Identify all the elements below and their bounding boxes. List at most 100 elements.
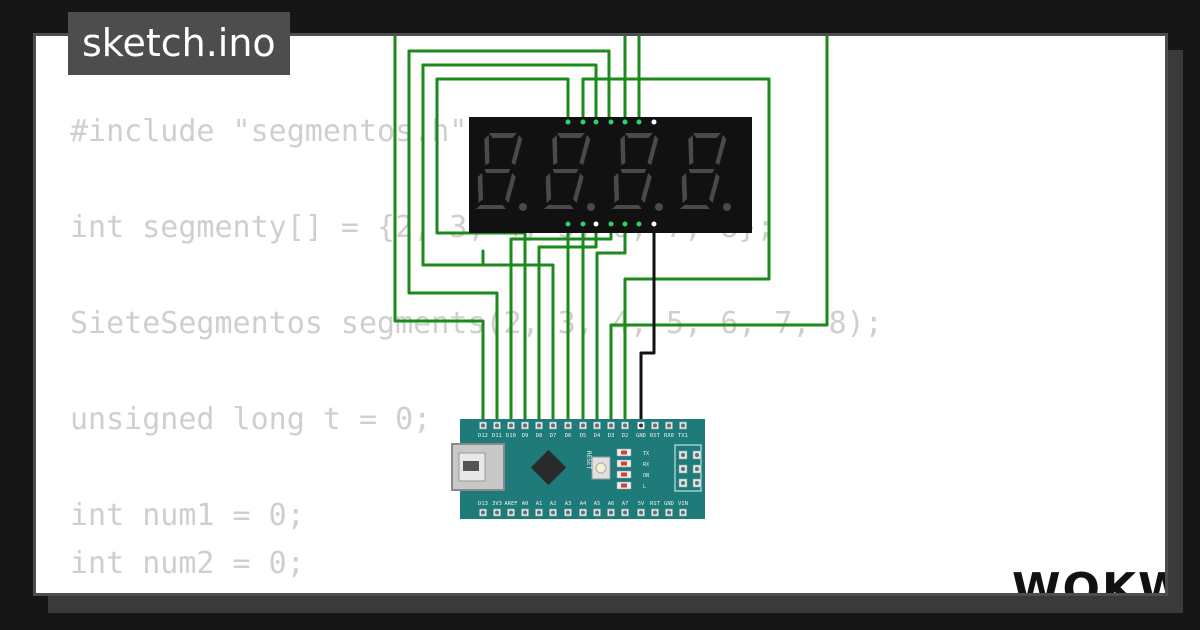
wires xyxy=(393,36,829,427)
display-pin xyxy=(565,119,571,125)
led-label: TX xyxy=(643,451,649,457)
brand-name: WOKWi xyxy=(1012,564,1168,596)
pin-label: A0 xyxy=(522,501,529,507)
display-pin xyxy=(580,119,586,125)
reset-button[interactable] xyxy=(591,456,611,480)
pin-label: A2 xyxy=(550,501,557,507)
segment xyxy=(693,133,721,138)
pin-label: 5V xyxy=(638,501,645,507)
segment xyxy=(579,135,591,165)
microcontroller-chip xyxy=(530,449,567,486)
segment xyxy=(688,169,715,173)
display-pin xyxy=(580,221,586,227)
wire xyxy=(537,221,598,427)
code-line: SieteSegmentos segments(2, 3, 4, 5, 6, 7… xyxy=(70,306,883,341)
segment xyxy=(511,135,523,165)
display-digits xyxy=(475,133,731,211)
seven-segment-display[interactable] xyxy=(469,117,752,233)
segment xyxy=(552,135,558,165)
pin-label: AREF xyxy=(504,501,517,507)
segment xyxy=(681,173,688,203)
segment xyxy=(688,135,694,165)
pin-label: A7 xyxy=(622,501,629,507)
wire xyxy=(421,63,555,427)
sketch-title: sketch.ino xyxy=(68,12,290,75)
segment xyxy=(641,173,652,203)
display-pin xyxy=(622,221,628,227)
pin-label: GND xyxy=(636,433,646,439)
wire xyxy=(407,49,611,125)
pin-label: A1 xyxy=(536,501,543,507)
led-label: ON xyxy=(643,473,649,479)
segment xyxy=(709,173,720,203)
usb-connector xyxy=(451,443,505,491)
pin-label: D3 xyxy=(608,433,615,439)
wire xyxy=(421,63,598,125)
pin-label: D9 xyxy=(522,433,529,439)
segment xyxy=(573,173,584,203)
pin-label: D2 xyxy=(622,433,629,439)
display-pin xyxy=(565,221,571,227)
segment xyxy=(613,173,620,203)
board-leds: TX RX ON L xyxy=(616,448,649,490)
pin-label: A6 xyxy=(608,501,615,507)
pin-label: RX0 xyxy=(664,433,674,439)
pin-label: A3 xyxy=(565,501,572,507)
wokwi-logo[interactable]: WOKWi xyxy=(1008,556,1168,596)
display-pin xyxy=(593,119,599,125)
wire xyxy=(581,77,771,427)
wire xyxy=(595,221,627,427)
segment xyxy=(647,135,659,165)
segment xyxy=(505,173,516,203)
display-pins xyxy=(565,119,657,227)
pin-label: 3V3 xyxy=(492,501,502,507)
pin-label: D5 xyxy=(580,433,587,439)
display-digit xyxy=(611,133,663,211)
code-line: #include "segmentos.h" xyxy=(70,114,468,149)
display-pin xyxy=(651,221,657,227)
pin-label: D7 xyxy=(550,433,557,439)
wire xyxy=(435,77,570,125)
pin-label: D12 xyxy=(478,433,488,439)
segment xyxy=(545,173,552,203)
pin-label: D4 xyxy=(594,433,601,439)
led-label: L xyxy=(643,484,646,490)
display-pin xyxy=(636,221,642,227)
segment xyxy=(484,169,511,173)
wire xyxy=(393,36,485,427)
segment xyxy=(484,135,490,165)
preview-card[interactable]: #include "segmentos.h"int segmenty[] = {… xyxy=(33,33,1168,596)
decimal-point xyxy=(723,203,731,211)
pin-label: D6 xyxy=(565,433,572,439)
pin-label: TX1 xyxy=(678,433,688,439)
display-pin xyxy=(593,221,599,227)
pin-label: D10 xyxy=(506,433,516,439)
segment xyxy=(620,135,626,165)
wire xyxy=(609,36,829,427)
pin-label: RST xyxy=(650,501,661,507)
pin-label: A4 xyxy=(580,501,587,507)
led-label: RX xyxy=(643,462,649,468)
segment xyxy=(715,135,727,165)
decimal-point xyxy=(519,203,527,211)
display-digit xyxy=(475,133,527,211)
segment xyxy=(477,173,484,203)
segment xyxy=(489,133,517,138)
display-pin xyxy=(608,119,614,125)
display-pin xyxy=(608,221,614,227)
pin-label: D8 xyxy=(536,433,543,439)
segment xyxy=(552,169,579,173)
pin-label: VIN xyxy=(678,501,688,507)
code-line: unsigned long t = 0; xyxy=(70,402,432,437)
pin-label: RST xyxy=(650,433,661,439)
segment xyxy=(557,133,585,138)
display-digit xyxy=(679,133,731,211)
display-digit xyxy=(543,133,595,211)
pin-label: A5 xyxy=(594,501,601,507)
segment xyxy=(679,205,710,209)
segment xyxy=(625,133,653,138)
decimal-point xyxy=(587,203,595,211)
